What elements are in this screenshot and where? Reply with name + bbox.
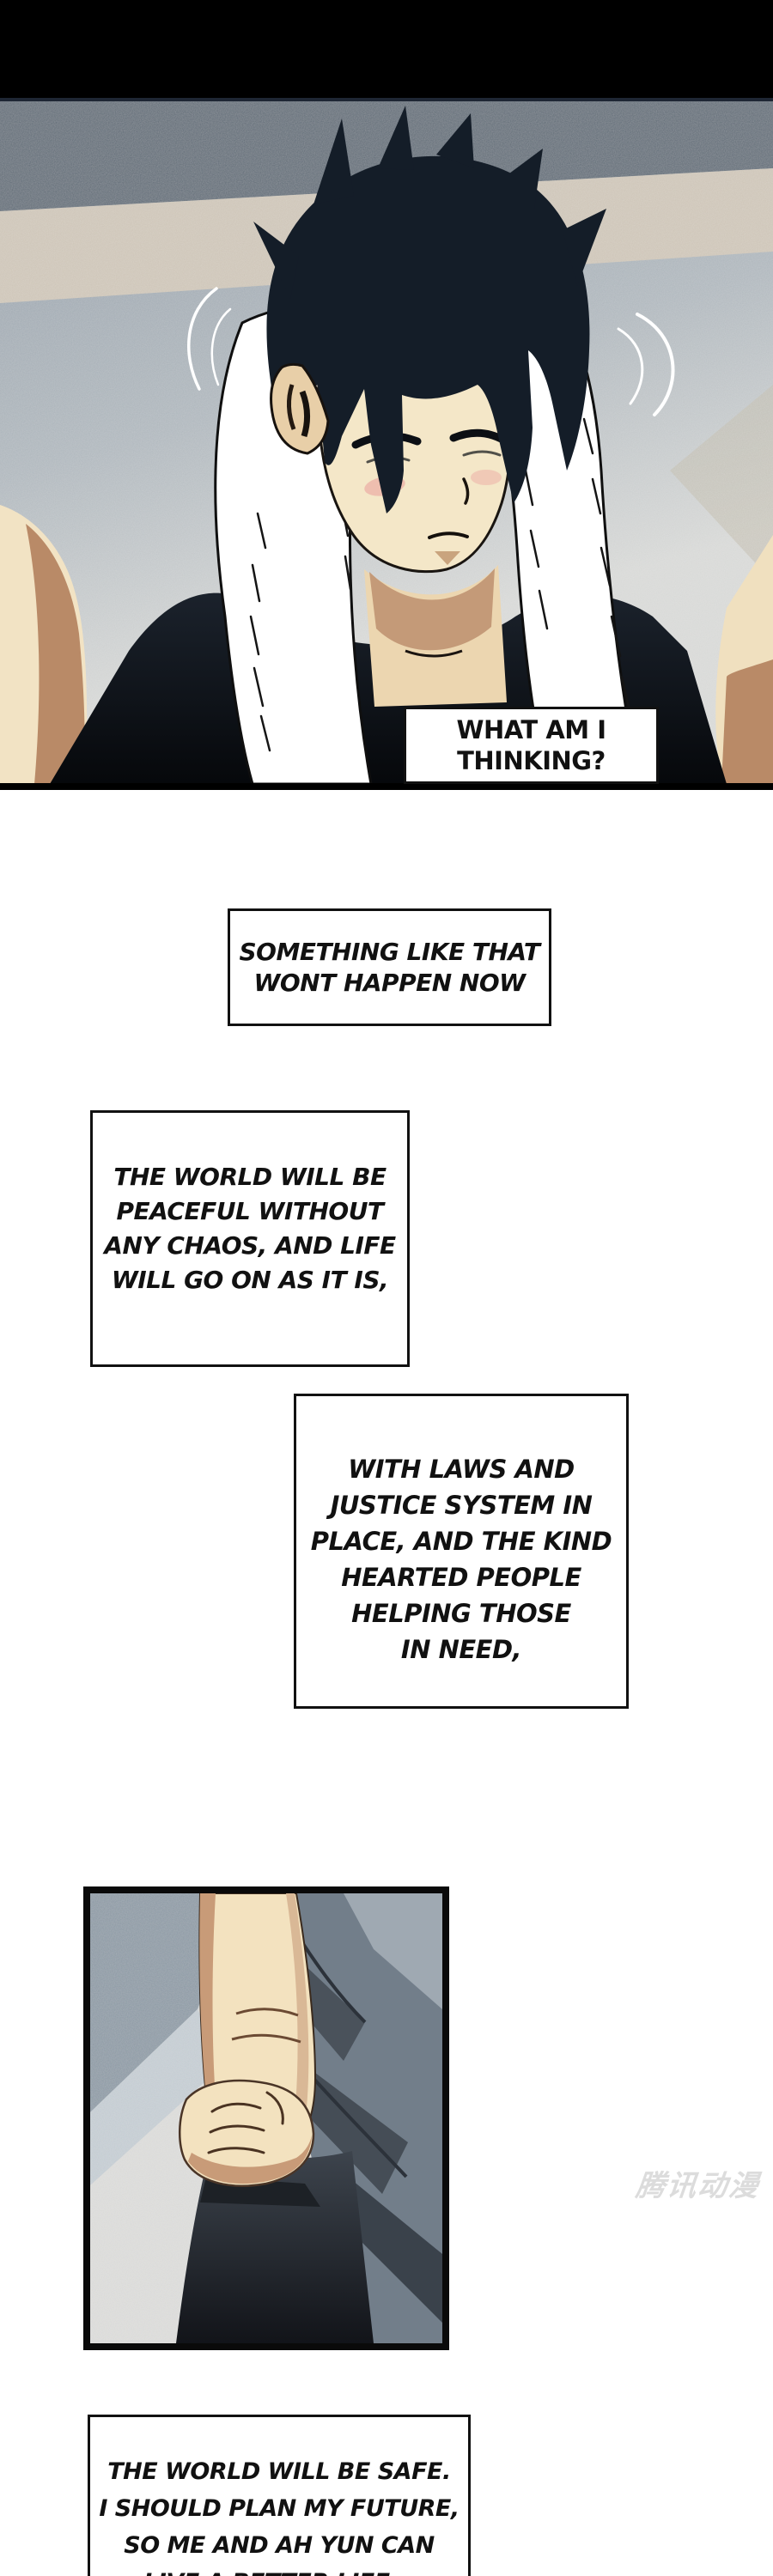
- hair-spikes: [253, 106, 606, 299]
- bubble-line: ANY CHAOS, AND LIFE: [104, 1230, 396, 1260]
- bubble-line: HELPING THOSE: [351, 1598, 571, 1628]
- speech-bubble-3: THE WORLD WILL BE PEACEFUL WITHOUT ANY C…: [90, 1110, 410, 1367]
- speech-bubble-2: SOMETHING LIKE THAT WONT HAPPEN NOW: [228, 908, 551, 1026]
- left-arm: [0, 505, 88, 784]
- tencent-comics-watermark: 腾讯动漫: [634, 2169, 762, 2203]
- bubble-line: THE WORLD WILL BE: [113, 1162, 386, 1191]
- neck-chest: [364, 565, 507, 707]
- panel-character-bust: [0, 101, 773, 790]
- bubble-line: HEARTED PEOPLE: [341, 1562, 581, 1592]
- speech-bubble-1: WHAT AM I THINKING?: [404, 707, 659, 784]
- hair: [266, 155, 590, 513]
- blush-right: [471, 470, 502, 485]
- sigh-marks: [187, 287, 675, 416]
- bubble-line: WILL GO ON AS IT IS,: [111, 1265, 389, 1294]
- head: [253, 106, 606, 574]
- bubble-line: THINKING?: [457, 746, 606, 775]
- bubble-line: WONT HAPPEN NOW: [253, 968, 526, 997]
- bubble-line: IN NEED,: [400, 1634, 522, 1664]
- top-letterbox-bar: [0, 0, 773, 101]
- panel-character-bust-art: [0, 101, 773, 790]
- bubble-line: SOMETHING LIKE THAT: [239, 937, 540, 966]
- chin-shadow: [435, 551, 460, 565]
- bubble-line: I SHOULD PLAN MY FUTURE,: [99, 2495, 460, 2522]
- towel-hatching: [249, 357, 632, 752]
- panel-clenched-fist: [83, 1886, 449, 2350]
- panel-bottom-border: [0, 783, 773, 790]
- bubble-line: THE WORLD WILL BE SAFE.: [107, 2458, 451, 2485]
- bubble-line: PLACE, AND THE KIND: [310, 1526, 612, 1556]
- bubble-line: SO ME AND AH YUN CAN: [124, 2532, 435, 2559]
- bubble-line: WITH LAWS AND: [348, 1454, 575, 1484]
- speech-bubble-4: WITH LAWS AND JUSTICE SYSTEM IN PLACE, A…: [294, 1394, 629, 1709]
- bubble-line: PEACEFUL WITHOUT: [116, 1196, 384, 1225]
- fist: [178, 2079, 315, 2187]
- bubble-line: LIVE A BETTER LIFE...: [143, 2564, 415, 2576]
- panel-clenched-fist-art: [90, 1893, 442, 2343]
- ear: [270, 362, 330, 455]
- bubble-line: WHAT AM I: [456, 715, 606, 744]
- bubble-line: JUSTICE SYSTEM IN: [330, 1490, 593, 1520]
- mouth: [428, 532, 469, 539]
- right-shoulder: [715, 535, 773, 784]
- speech-bubble-5: THE WORLD WILL BE SAFE. I SHOULD PLAN MY…: [88, 2415, 471, 2576]
- nose: [462, 477, 470, 505]
